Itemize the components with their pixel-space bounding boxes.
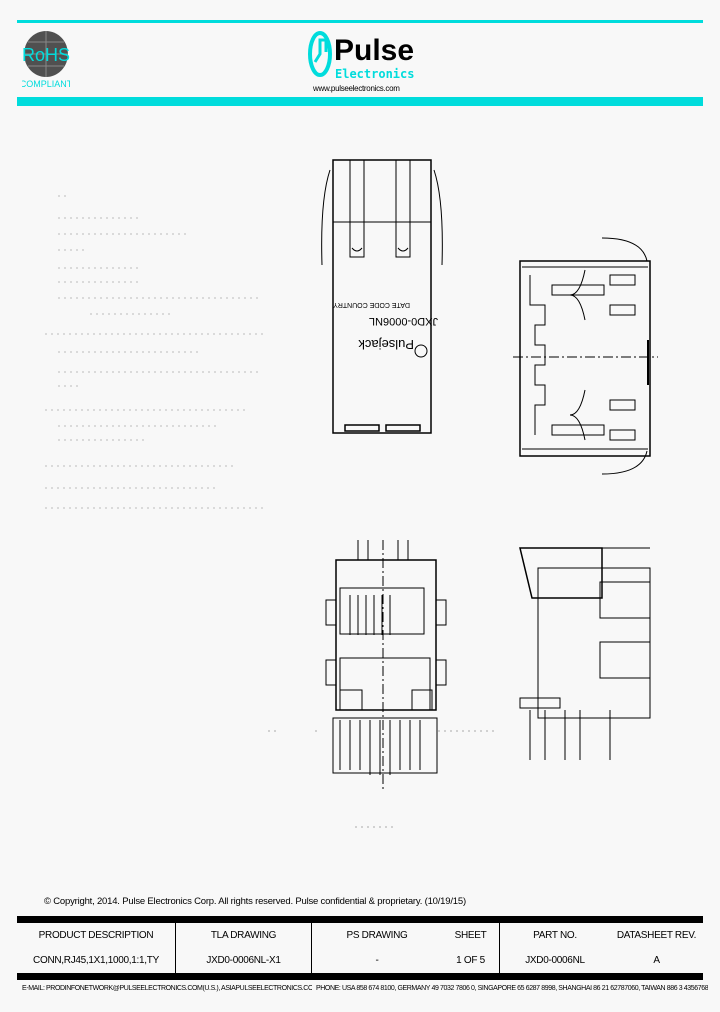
contact-email: E-MAIL: PRODINFONETWORK@PULSEELECTRONICS… <box>22 985 312 992</box>
value-part-no: JXD0-0006NL <box>525 955 585 966</box>
svg-text:JXD0-0006NL: JXD0-0006NL <box>369 315 438 327</box>
rohs-compliant-text: COMPLIANT <box>22 79 70 89</box>
copyright-notice: © Copyright, 2014. Pulse Electronics Cor… <box>44 896 466 907</box>
rohs-text: RoHS <box>22 45 70 65</box>
table-header-row: PRODUCT DESCRIPTION TLA DRAWING PS DRAWI… <box>17 923 703 948</box>
header-bottom-bar <box>17 97 703 106</box>
technical-drawing: JXD0-0006NL Pulsejack DATE CODE COUNTRY <box>45 159 658 828</box>
header-tla-drawing: TLA DRAWING <box>176 923 312 948</box>
value-sheet: 1 OF 5 <box>442 948 500 973</box>
header-top-bar <box>17 20 703 23</box>
value-tla-drawing: JXD0-0006NL-X1 <box>176 948 312 973</box>
pulse-logo: Pulse Electronics <box>308 31 414 81</box>
marking-datecode: DATE CODE COUNTRY <box>333 301 410 308</box>
svg-text:Electronics: Electronics <box>335 67 414 81</box>
value-ps-drawing: - <box>375 955 379 966</box>
front-view <box>325 540 447 790</box>
header-part-no: PART NO. <box>533 930 577 941</box>
marking-part: JXD0-0006NL <box>369 315 438 327</box>
notes-text-block <box>45 195 265 509</box>
header-product-description: PRODUCT DESCRIPTION <box>17 923 176 948</box>
table-top-bar <box>17 916 703 923</box>
header-sheet: SHEET <box>442 923 500 948</box>
table-value-row: CONN,RJ45,1X1,1000,1:1,TY JXD0-0006NL-X1… <box>17 948 703 973</box>
header-datasheet-rev: DATASHEET REV. <box>616 930 697 941</box>
rear-view <box>513 237 658 475</box>
rohs-logo: RoHS COMPLIANT <box>22 31 70 89</box>
header-ps-drawing: PS DRAWING <box>346 930 408 941</box>
table-bottom-bar <box>17 973 703 980</box>
marking-brand: Pulsejack <box>358 337 414 352</box>
title-block-table: PRODUCT DESCRIPTION TLA DRAWING PS DRAWI… <box>17 916 703 980</box>
contact-phone: PHONE: USA 858 674 8100, GERMANY 49 7032… <box>316 985 708 992</box>
svg-text:Pulse: Pulse <box>334 34 414 67</box>
side-view <box>519 547 651 760</box>
value-product-description: CONN,RJ45,1X1,1000,1:1,TY <box>17 948 176 973</box>
section-labels <box>268 730 498 828</box>
website-url[interactable]: www.pulseelectronics.com <box>313 84 400 93</box>
top-view: JXD0-0006NL Pulsejack DATE CODE COUNTRY <box>321 159 443 434</box>
value-datasheet-rev: A <box>653 955 660 966</box>
